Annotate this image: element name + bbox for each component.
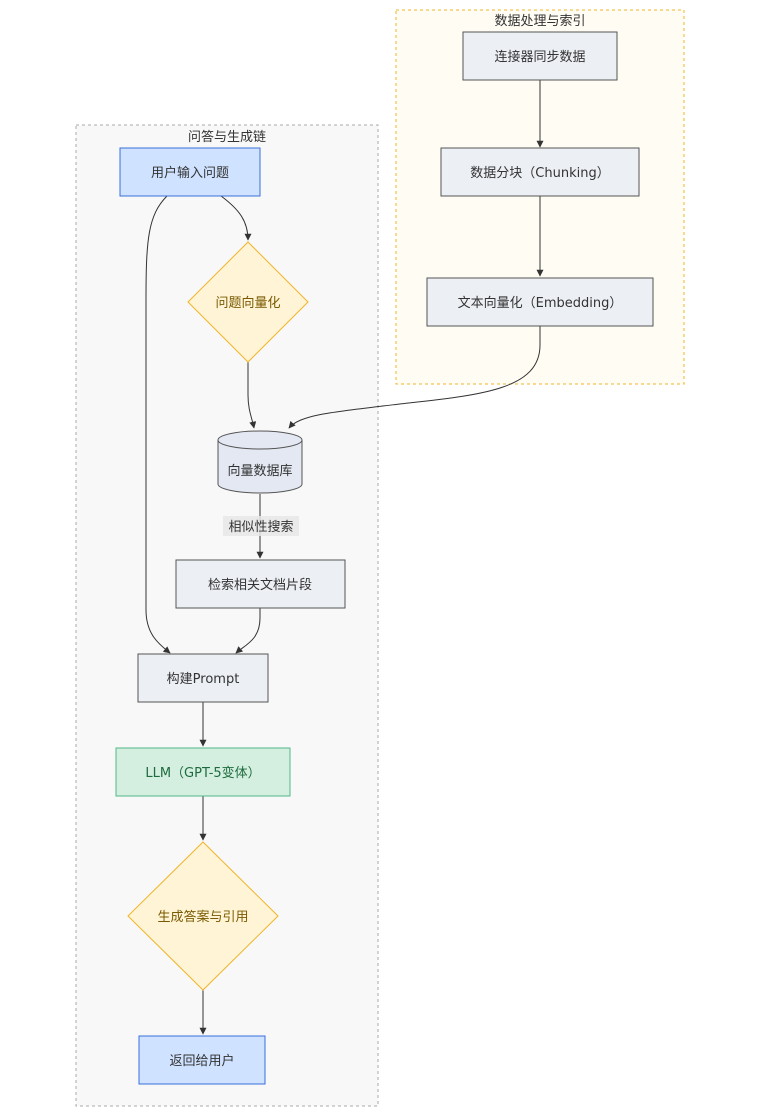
node-llm-label: LLM（GPT-5变体） [145, 765, 260, 781]
node-retrieve-docs-label: 检索相关文档片段 [208, 578, 312, 593]
node-vectorize-question-label: 问题向量化 [215, 295, 280, 311]
edge-label-bg [223, 516, 299, 536]
node-build-prompt: 构建Prompt [137, 653, 269, 703]
edge-label-similarity-search: 相似性搜索 [228, 520, 293, 535]
edge-user-to-prompt [145, 195, 171, 654]
node-build-prompt-label: 构建Prompt [167, 672, 240, 687]
node-vectorize-question: 问题向量化 [187, 241, 309, 363]
node-user-question-label: 用户输入问题 [151, 165, 229, 181]
node-llm: LLM（GPT-5变体） [115, 747, 291, 797]
edge-embedding-to-db [288, 326, 541, 429]
node-user-question: 用户输入问题 [119, 147, 261, 197]
node-chunking-label: 数据分块（Chunking） [470, 166, 609, 181]
edge-user-to-vectorize [220, 195, 252, 241]
subgraph-qa-chain-title: 问答与生成链 [188, 129, 266, 145]
node-chunking: 数据分块（Chunking） [440, 147, 640, 197]
node-connector-sync-label: 连接器同步数据 [494, 49, 585, 65]
node-return-user-label: 返回给用户 [169, 1053, 234, 1069]
node-generate-answer-label: 生成答案与引用 [157, 909, 248, 925]
node-vector-db: 向量数据库 [217, 430, 303, 494]
node-generate-answer: 生成答案与引用 [127, 841, 279, 991]
node-embedding-label: 文本向量化（Embedding） [458, 295, 623, 311]
node-embedding: 文本向量化（Embedding） [426, 277, 654, 327]
node-return-user: 返回给用户 [138, 1035, 266, 1085]
edge-vectorize-to-db [247, 362, 257, 429]
node-vector-db-label: 向量数据库 [227, 463, 292, 479]
node-connector-sync: 连接器同步数据 [462, 31, 618, 81]
edge-retrieve-to-prompt [235, 608, 261, 654]
subgraph-data-index-title: 数据处理与索引 [494, 14, 585, 29]
node-retrieve-docs: 检索相关文档片段 [175, 559, 346, 609]
